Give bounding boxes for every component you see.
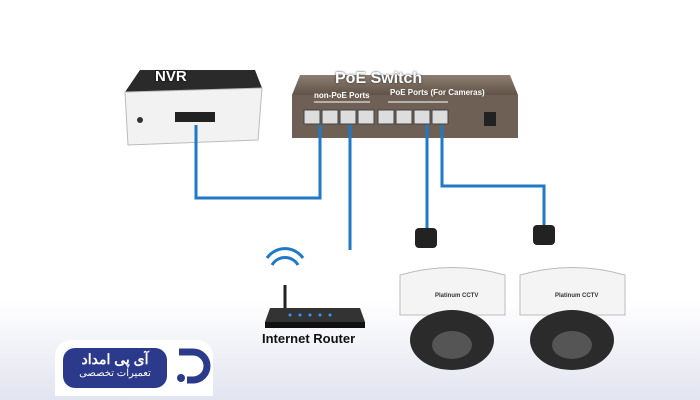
- logo-text-box: آی پی امداد تعمیرات تخصصی: [63, 348, 167, 388]
- nvr-label: NVR: [155, 68, 187, 85]
- nvr-device: [124, 70, 263, 146]
- poe-ports-label: PoE Ports (For Cameras): [390, 88, 485, 97]
- camera-1: [399, 228, 506, 370]
- router-label: Internet Router: [262, 331, 356, 346]
- poe-switch-device: [292, 75, 518, 138]
- camera-brand: Platinum CCTV: [435, 293, 479, 299]
- non-poe-ports-label: non-PoE Ports: [314, 91, 370, 100]
- cable-camera-2: [440, 125, 546, 230]
- logo-title: آی پی امداد: [81, 351, 149, 367]
- cable-nvr-switch: [194, 125, 322, 200]
- router-device: [265, 247, 365, 328]
- camera-brand: Platinum CCTV: [555, 293, 599, 299]
- logo-mark-icon: [177, 348, 211, 384]
- cables: [194, 125, 546, 250]
- camera-2: [519, 225, 626, 370]
- logo-subtitle: تعمیرات تخصصی: [79, 368, 151, 379]
- switch-label: PoE Switch: [335, 70, 423, 87]
- brand-logo: آی پی امداد تعمیرات تخصصی: [55, 340, 213, 396]
